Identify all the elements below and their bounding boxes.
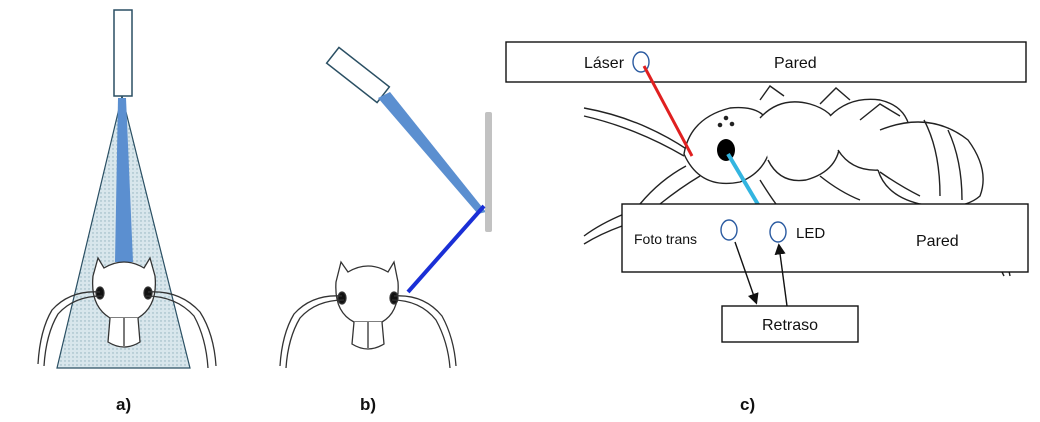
beam-a [115, 98, 133, 262]
phototransistor-icon [720, 219, 738, 241]
ant-body-side [583, 85, 1011, 277]
panel-a: a) [37, 9, 217, 414]
incident-beam [378, 92, 486, 214]
delay-box [721, 305, 859, 343]
arrow-to-led [774, 243, 788, 307]
ant-head-a [37, 256, 217, 369]
bottom-wall-box [621, 203, 1029, 273]
panel-b: b) [279, 46, 492, 414]
caption-a: a) [116, 395, 131, 414]
laser-beam [642, 65, 694, 157]
laser-label: Láser [584, 55, 625, 72]
led-label: LED [796, 225, 825, 242]
light-source-a [113, 9, 133, 97]
phototransistor-label: Foto trans [634, 231, 697, 247]
arrow-to-delay [734, 241, 759, 305]
reflected-beam [406, 204, 486, 294]
bottom-wall-label: Pared [916, 233, 959, 250]
light-source-b [325, 46, 391, 104]
top-wall-label: Pared [774, 55, 817, 72]
reflector-wall-b [485, 112, 492, 232]
delay-label: Retraso [762, 317, 818, 334]
caption-c: c) [740, 395, 755, 414]
ant-head-b [279, 260, 457, 369]
top-wall-box [505, 41, 1027, 83]
led-icon [769, 221, 787, 243]
panel-c: Láser Pared Foto trans LED Pared Retraso… [505, 41, 1029, 414]
caption-b: b) [360, 395, 376, 414]
